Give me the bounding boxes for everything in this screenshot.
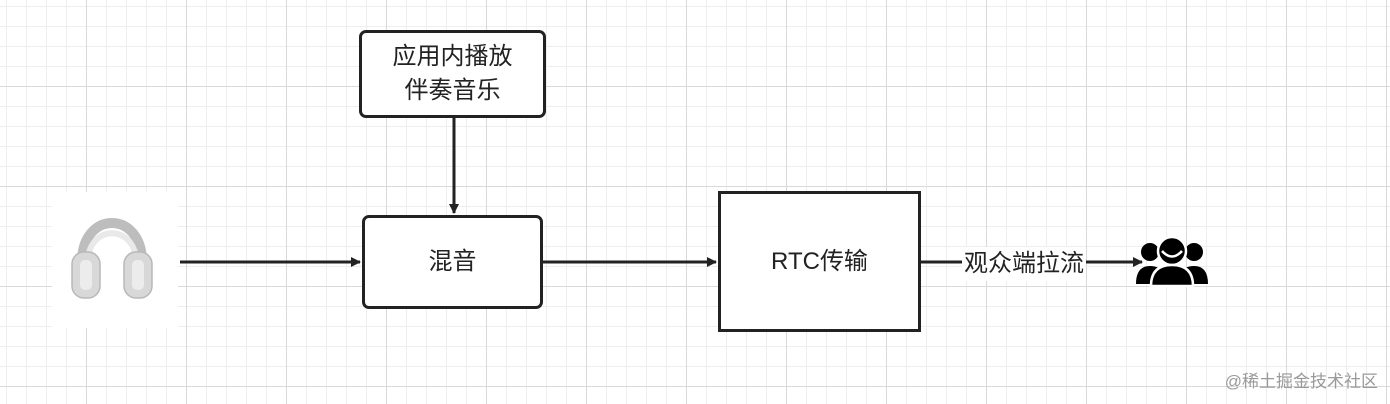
audience-pull-label: 观众端拉流	[962, 247, 1086, 281]
accompaniment-node: 应用内播放 伴奏音乐	[359, 30, 546, 118]
mix-label: 混音	[428, 248, 477, 275]
accompaniment-label: 应用内播放 伴奏音乐	[392, 43, 513, 104]
rtc-node: RTC传输	[718, 191, 921, 332]
audience-group-icon	[1136, 235, 1208, 288]
watermark: @稀土掘金技术社区	[1224, 372, 1378, 391]
headphones-icon	[71, 218, 153, 299]
rtc-label: RTC传输	[771, 247, 868, 275]
mix-node: 混音	[362, 215, 543, 309]
